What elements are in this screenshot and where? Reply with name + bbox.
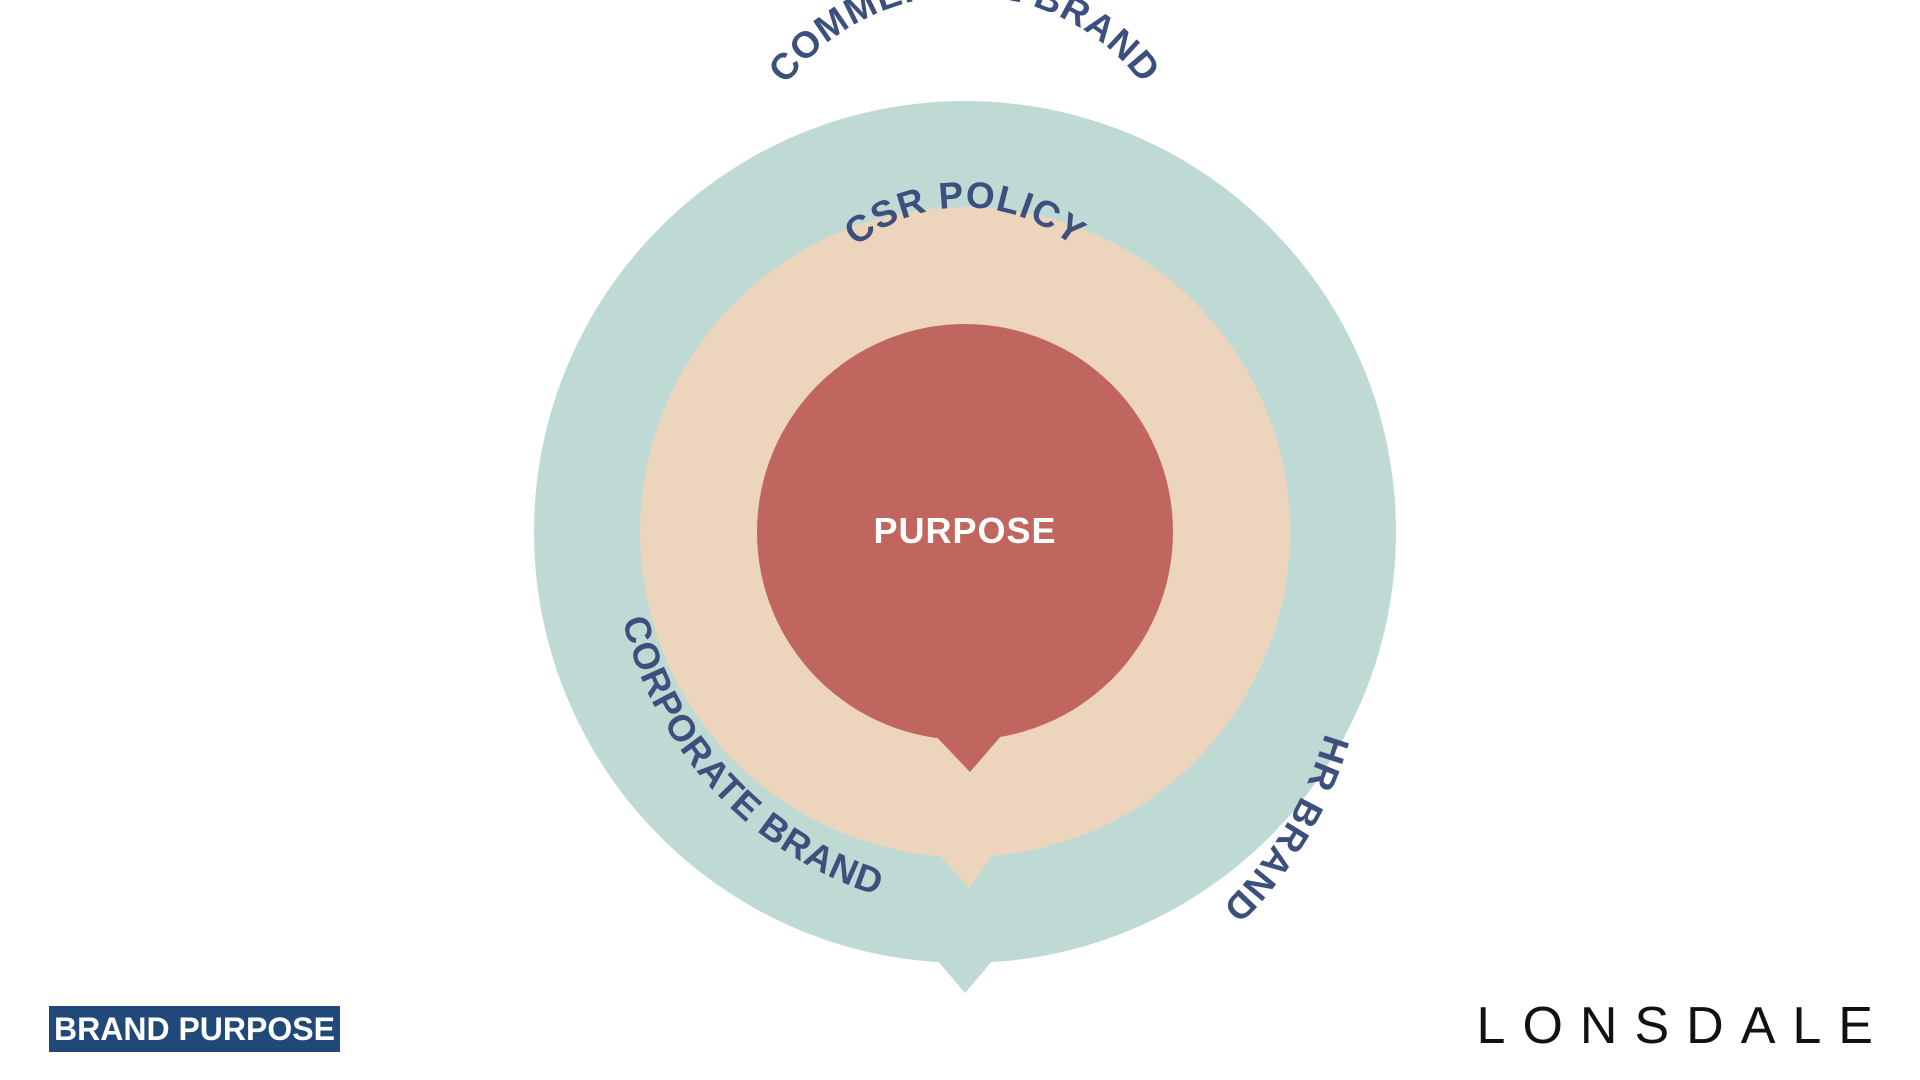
lonsdale-logo: LONSDALE (1476, 997, 1890, 1055)
core-circle (757, 324, 1173, 772)
label-commercial-brand: COMMERCIAL BRAND (760, 0, 1168, 90)
label-commercial-brand-text: COMMERCIAL BRAND (760, 0, 1167, 90)
label-purpose: PURPOSE (873, 510, 1056, 551)
section-tag: BRAND PURPOSE (49, 1006, 340, 1052)
